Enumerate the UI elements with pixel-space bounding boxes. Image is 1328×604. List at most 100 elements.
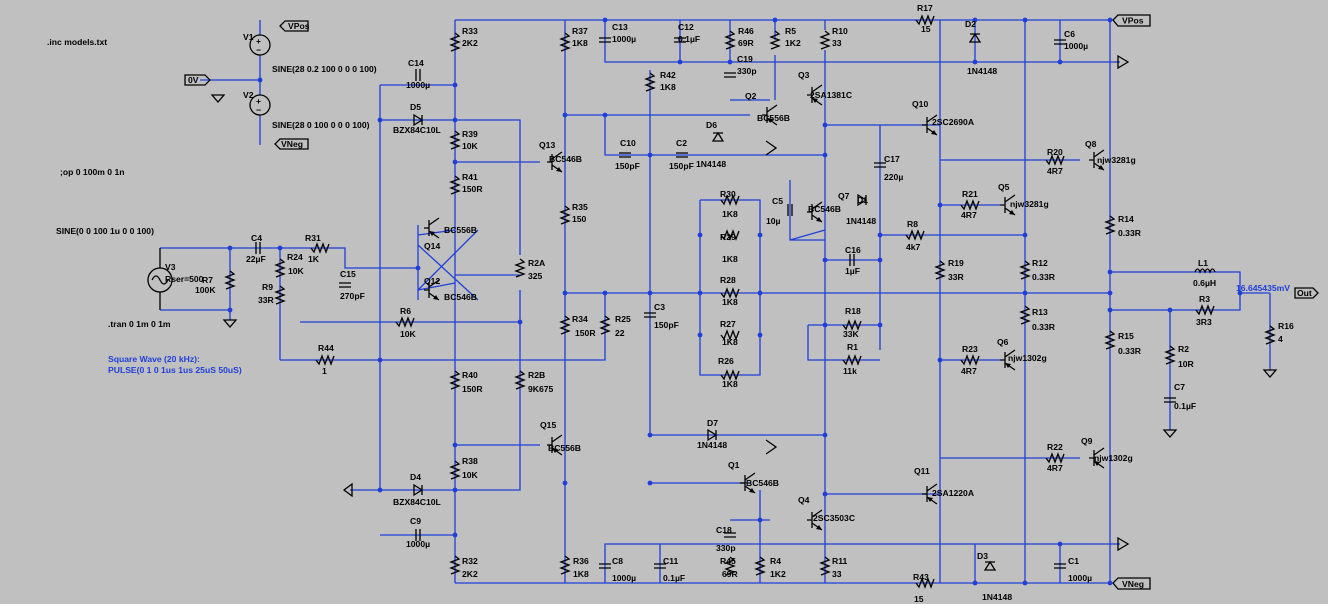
component-r44[interactable] [315, 354, 335, 366]
component-r43[interactable] [915, 577, 935, 589]
component-c9[interactable] [415, 529, 421, 541]
vpos-label-rail: VPos [1122, 16, 1144, 26]
component-r1[interactable] [842, 354, 862, 366]
component-r28[interactable] [720, 287, 740, 299]
component-c19[interactable] [724, 72, 736, 78]
component-r37[interactable] [559, 32, 571, 52]
component-q2[interactable] [762, 104, 778, 126]
component-r12[interactable] [1019, 260, 1031, 280]
component-r20[interactable] [1045, 154, 1065, 166]
value-d2: 1N4148 [967, 66, 997, 76]
component-q4[interactable] [807, 509, 823, 531]
component-r29[interactable] [720, 229, 740, 241]
value-q1: BC546B [746, 478, 779, 488]
component-r38[interactable] [449, 460, 461, 480]
component-r41[interactable] [449, 175, 461, 195]
component-q5[interactable] [1000, 194, 1016, 216]
component-d4[interactable] [413, 483, 424, 497]
component-q11[interactable] [922, 483, 938, 505]
component-r46[interactable] [724, 30, 736, 50]
component-r2b[interactable] [514, 370, 526, 390]
component-q15[interactable] [547, 434, 563, 456]
component-r11[interactable] [819, 556, 831, 576]
component-r16[interactable] [1264, 325, 1276, 345]
component-q10[interactable] [922, 114, 938, 136]
component-c17[interactable] [874, 162, 886, 168]
component-d3[interactable] [983, 560, 997, 571]
component-r9[interactable] [274, 285, 286, 305]
component-r39[interactable] [449, 130, 461, 150]
component-q1[interactable] [740, 472, 756, 494]
component-r2[interactable] [1164, 345, 1176, 365]
component-d5[interactable] [413, 113, 424, 127]
spice-directives: .inc models.txt ;op 0 100m 0 1n SINE(0 0… [47, 37, 242, 375]
component-r4[interactable] [754, 556, 766, 576]
value-r43: 15 [914, 594, 924, 604]
component-r35[interactable] [559, 205, 571, 225]
component-r18[interactable] [842, 319, 862, 331]
component-c18[interactable] [724, 532, 736, 538]
component-r19[interactable] [934, 260, 946, 280]
component-r33[interactable] [449, 32, 461, 52]
component-d1[interactable] [857, 193, 868, 207]
component-r14[interactable] [1104, 215, 1116, 235]
component-r13[interactable] [1019, 305, 1031, 325]
component-d6[interactable] [711, 131, 725, 142]
component-l1[interactable] [1194, 268, 1216, 274]
component-c16[interactable] [849, 254, 855, 266]
component-r32[interactable] [449, 555, 461, 575]
component-r31[interactable] [310, 242, 330, 254]
component-r21[interactable] [960, 199, 980, 211]
component-c5[interactable] [787, 204, 793, 216]
component-c11[interactable] [654, 563, 666, 569]
component-r10[interactable] [819, 30, 831, 50]
component-r27[interactable] [720, 329, 740, 341]
component-q3[interactable] [807, 84, 823, 106]
component-c8[interactable] [599, 563, 611, 569]
component-c3[interactable] [644, 312, 656, 318]
component-c15[interactable] [339, 282, 351, 288]
component-d7[interactable] [707, 428, 718, 442]
component-r22[interactable] [1045, 452, 1065, 464]
component-r8[interactable] [905, 229, 925, 241]
component-r45[interactable] [724, 556, 736, 576]
component-q13[interactable] [547, 151, 563, 173]
component-c4[interactable] [255, 242, 261, 254]
component-q7[interactable] [807, 201, 823, 223]
component-r40[interactable] [449, 370, 461, 390]
component-q8[interactable] [1089, 149, 1105, 171]
component-r7[interactable] [224, 270, 236, 290]
component-r36[interactable] [559, 555, 571, 575]
component-c1[interactable] [1054, 563, 1066, 569]
component-q6[interactable] [1000, 349, 1016, 371]
component-d2[interactable] [968, 32, 982, 43]
component-r15[interactable] [1104, 330, 1116, 350]
value-d7: 1N4148 [697, 440, 727, 450]
component-q9[interactable] [1089, 447, 1105, 469]
component-r23[interactable] [960, 354, 980, 366]
component-r2a[interactable] [514, 258, 526, 278]
out-label: Out [1297, 288, 1312, 298]
component-r17[interactable] [915, 14, 935, 26]
v1-minus: − [256, 45, 261, 55]
component-r5[interactable] [769, 30, 781, 50]
component-c12[interactable] [674, 37, 686, 43]
component-r26[interactable] [720, 369, 740, 381]
component-r42[interactable] [644, 72, 656, 92]
component-r24[interactable] [274, 258, 286, 278]
component-r30[interactable] [720, 194, 740, 206]
component-c13[interactable] [599, 37, 611, 43]
component-r34[interactable] [559, 315, 571, 335]
component-r25[interactable] [599, 315, 611, 335]
component-r6[interactable] [395, 316, 415, 328]
component-c6[interactable] [1054, 39, 1066, 45]
component-q12[interactable] [424, 279, 440, 301]
component-c7[interactable] [1164, 397, 1176, 403]
component-c14[interactable] [415, 69, 421, 81]
component-q14[interactable] [424, 217, 440, 239]
value-r6: 10K [400, 329, 417, 339]
component-c2[interactable] [676, 152, 688, 158]
component-c10[interactable] [619, 152, 631, 158]
component-r3[interactable] [1195, 304, 1215, 316]
